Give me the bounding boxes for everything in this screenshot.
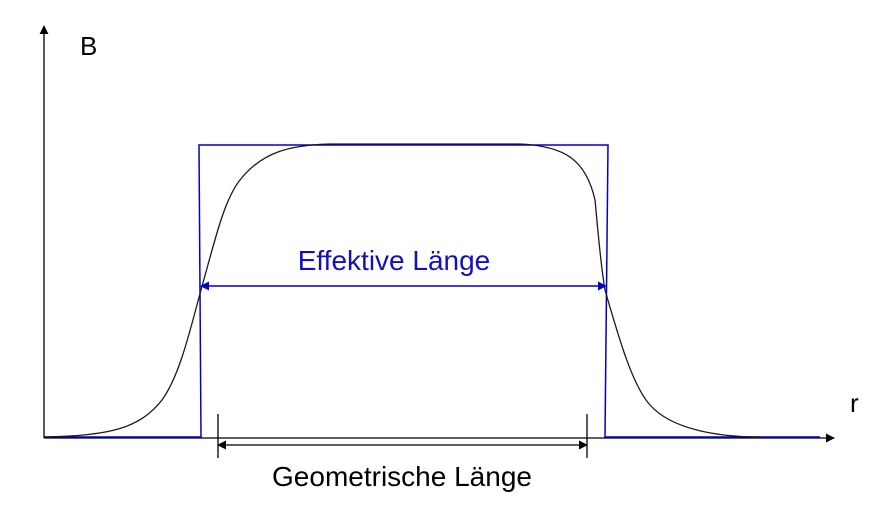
- effective-length-label: Effektive Länge: [298, 245, 491, 276]
- effective-rectangle: [44, 144, 820, 438]
- geometric-length-label: Geometrische Länge: [272, 461, 532, 492]
- field-curve: [43, 143, 761, 438]
- y-axis-label: B: [80, 31, 97, 61]
- x-axis-label: r: [850, 388, 859, 418]
